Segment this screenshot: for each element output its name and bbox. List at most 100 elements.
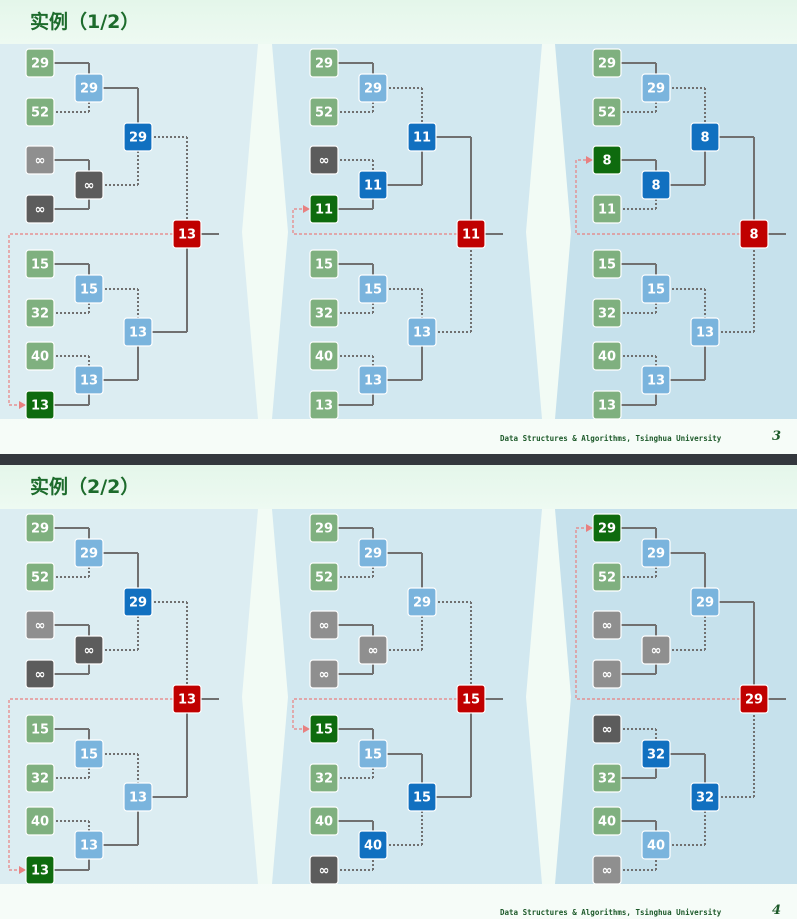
leaf-node: ∞: [25, 610, 55, 640]
internal-node-level2: 13: [123, 782, 153, 812]
internal-node-level2: 11: [407, 122, 437, 152]
leaf-node-label: 32: [31, 772, 49, 787]
internal-node-level1: 29: [74, 538, 104, 568]
leaf-node: ∞: [592, 610, 622, 640]
leaf-node-label: 52: [598, 571, 616, 586]
leaf-node: 40: [592, 806, 622, 836]
leaf-node: ∞: [25, 659, 55, 689]
footer-text: Data Structures & Algorithms, Tsinghua U…: [500, 434, 722, 443]
internal-node-level2-label: 29: [413, 596, 431, 611]
leaf-node: 52: [309, 562, 339, 592]
leaf-node-label: 8: [602, 154, 611, 169]
internal-node-level1: 32: [641, 739, 671, 769]
internal-node-level1-label: 15: [80, 283, 98, 298]
replay-arrow: [575, 527, 740, 700]
leaf-node: 13: [592, 390, 622, 420]
leaf-node-label: ∞: [602, 668, 613, 683]
leaf-node-label: 40: [598, 815, 616, 830]
leaf-node: 15: [25, 714, 55, 744]
leaf-node-label: ∞: [35, 619, 46, 634]
internal-node-level2-label: 32: [696, 791, 714, 806]
internal-node-level2-label: 13: [129, 326, 147, 341]
root-node-label: 29: [745, 693, 763, 708]
leaf-node-label: 15: [31, 723, 49, 738]
leaf-node-label: ∞: [602, 723, 613, 738]
internal-node-level1: 15: [641, 274, 671, 304]
leaf-node-label: 52: [31, 571, 49, 586]
panel-background: [272, 44, 542, 419]
leaf-node-label: 29: [315, 57, 333, 72]
internal-node-level1: 40: [641, 830, 671, 860]
internal-node-level2: 32: [690, 782, 720, 812]
panel-background: [0, 509, 258, 884]
leaf-node: 13: [25, 855, 55, 885]
leaf-node-label: 29: [31, 57, 49, 72]
leaf-node: 52: [592, 97, 622, 127]
leaf-node: ∞: [25, 145, 55, 175]
root-node-label: 11: [462, 228, 480, 243]
slide-title: 实例（2/2）: [30, 476, 140, 498]
slide-separator: [0, 454, 797, 465]
replay-arrow: [8, 233, 173, 406]
root-node: 11: [456, 219, 486, 249]
internal-node-level1: 40: [358, 830, 388, 860]
leaf-node-label: 40: [31, 815, 49, 830]
tournament-tree-panels: 2952∞∞1532401329∞15132913132952∞∞153240∞…: [0, 509, 797, 885]
replay-arrow: [8, 698, 173, 871]
leaf-node-label: 11: [598, 203, 616, 218]
root-node-label: 13: [178, 693, 196, 708]
root-node-label: 13: [178, 228, 196, 243]
leaf-node-label: 40: [31, 350, 49, 365]
leaf-node: 32: [25, 298, 55, 328]
leaf-node-label: 32: [31, 307, 49, 322]
leaf-node: 32: [592, 763, 622, 793]
arrow-head-icon: [586, 156, 593, 164]
leaf-node: ∞: [25, 194, 55, 224]
internal-node-level1-label: 15: [364, 748, 382, 763]
internal-node-level1-label: 11: [364, 179, 382, 194]
leaf-node: 15: [592, 249, 622, 279]
root-node: 13: [172, 684, 202, 714]
internal-node-level1-label: ∞: [368, 644, 379, 659]
internal-node-level1-label: 29: [364, 547, 382, 562]
leaf-node-label: ∞: [35, 668, 46, 683]
internal-node-level2: 29: [123, 122, 153, 152]
leaf-node-label: 15: [315, 258, 333, 273]
tournament-tree-panels: 2952∞∞1532401329∞15132913132952∞11153240…: [0, 44, 797, 420]
internal-node-level1-label: 32: [647, 748, 665, 763]
internal-node-level2: 13: [407, 317, 437, 347]
internal-node-level1: ∞: [641, 635, 671, 665]
leaf-node-label: ∞: [602, 619, 613, 634]
internal-node-level2-label: 29: [129, 596, 147, 611]
panel-background: [0, 44, 258, 419]
leaf-node-label: 13: [31, 399, 49, 414]
internal-node-level2-label: 13: [129, 791, 147, 806]
internal-node-level1-label: 29: [647, 82, 665, 97]
internal-node-level1-label: 29: [364, 82, 382, 97]
internal-node-level1-label: ∞: [84, 644, 95, 659]
leaf-node-label: 15: [31, 258, 49, 273]
leaf-node-label: 29: [31, 522, 49, 537]
leaf-node: 15: [309, 714, 339, 744]
leaf-node-label: 13: [31, 864, 49, 879]
leaf-node: 52: [25, 97, 55, 127]
internal-node-level2-label: 15: [413, 791, 431, 806]
root-node: 13: [172, 219, 202, 249]
internal-node-level1-label: 29: [80, 547, 98, 562]
root-node: 29: [739, 684, 769, 714]
leaf-node-label: 32: [315, 772, 333, 787]
internal-node-level2: 13: [123, 317, 153, 347]
leaf-node: 52: [592, 562, 622, 592]
arrow-head-icon: [19, 401, 26, 409]
internal-node-level1: 29: [358, 538, 388, 568]
internal-node-level1: 29: [641, 538, 671, 568]
internal-node-level1: 11: [358, 170, 388, 200]
internal-node-level1-label: 13: [364, 374, 382, 389]
leaf-node-label: 11: [315, 203, 333, 218]
internal-node-level1-label: 29: [80, 82, 98, 97]
leaf-node: ∞: [309, 659, 339, 689]
